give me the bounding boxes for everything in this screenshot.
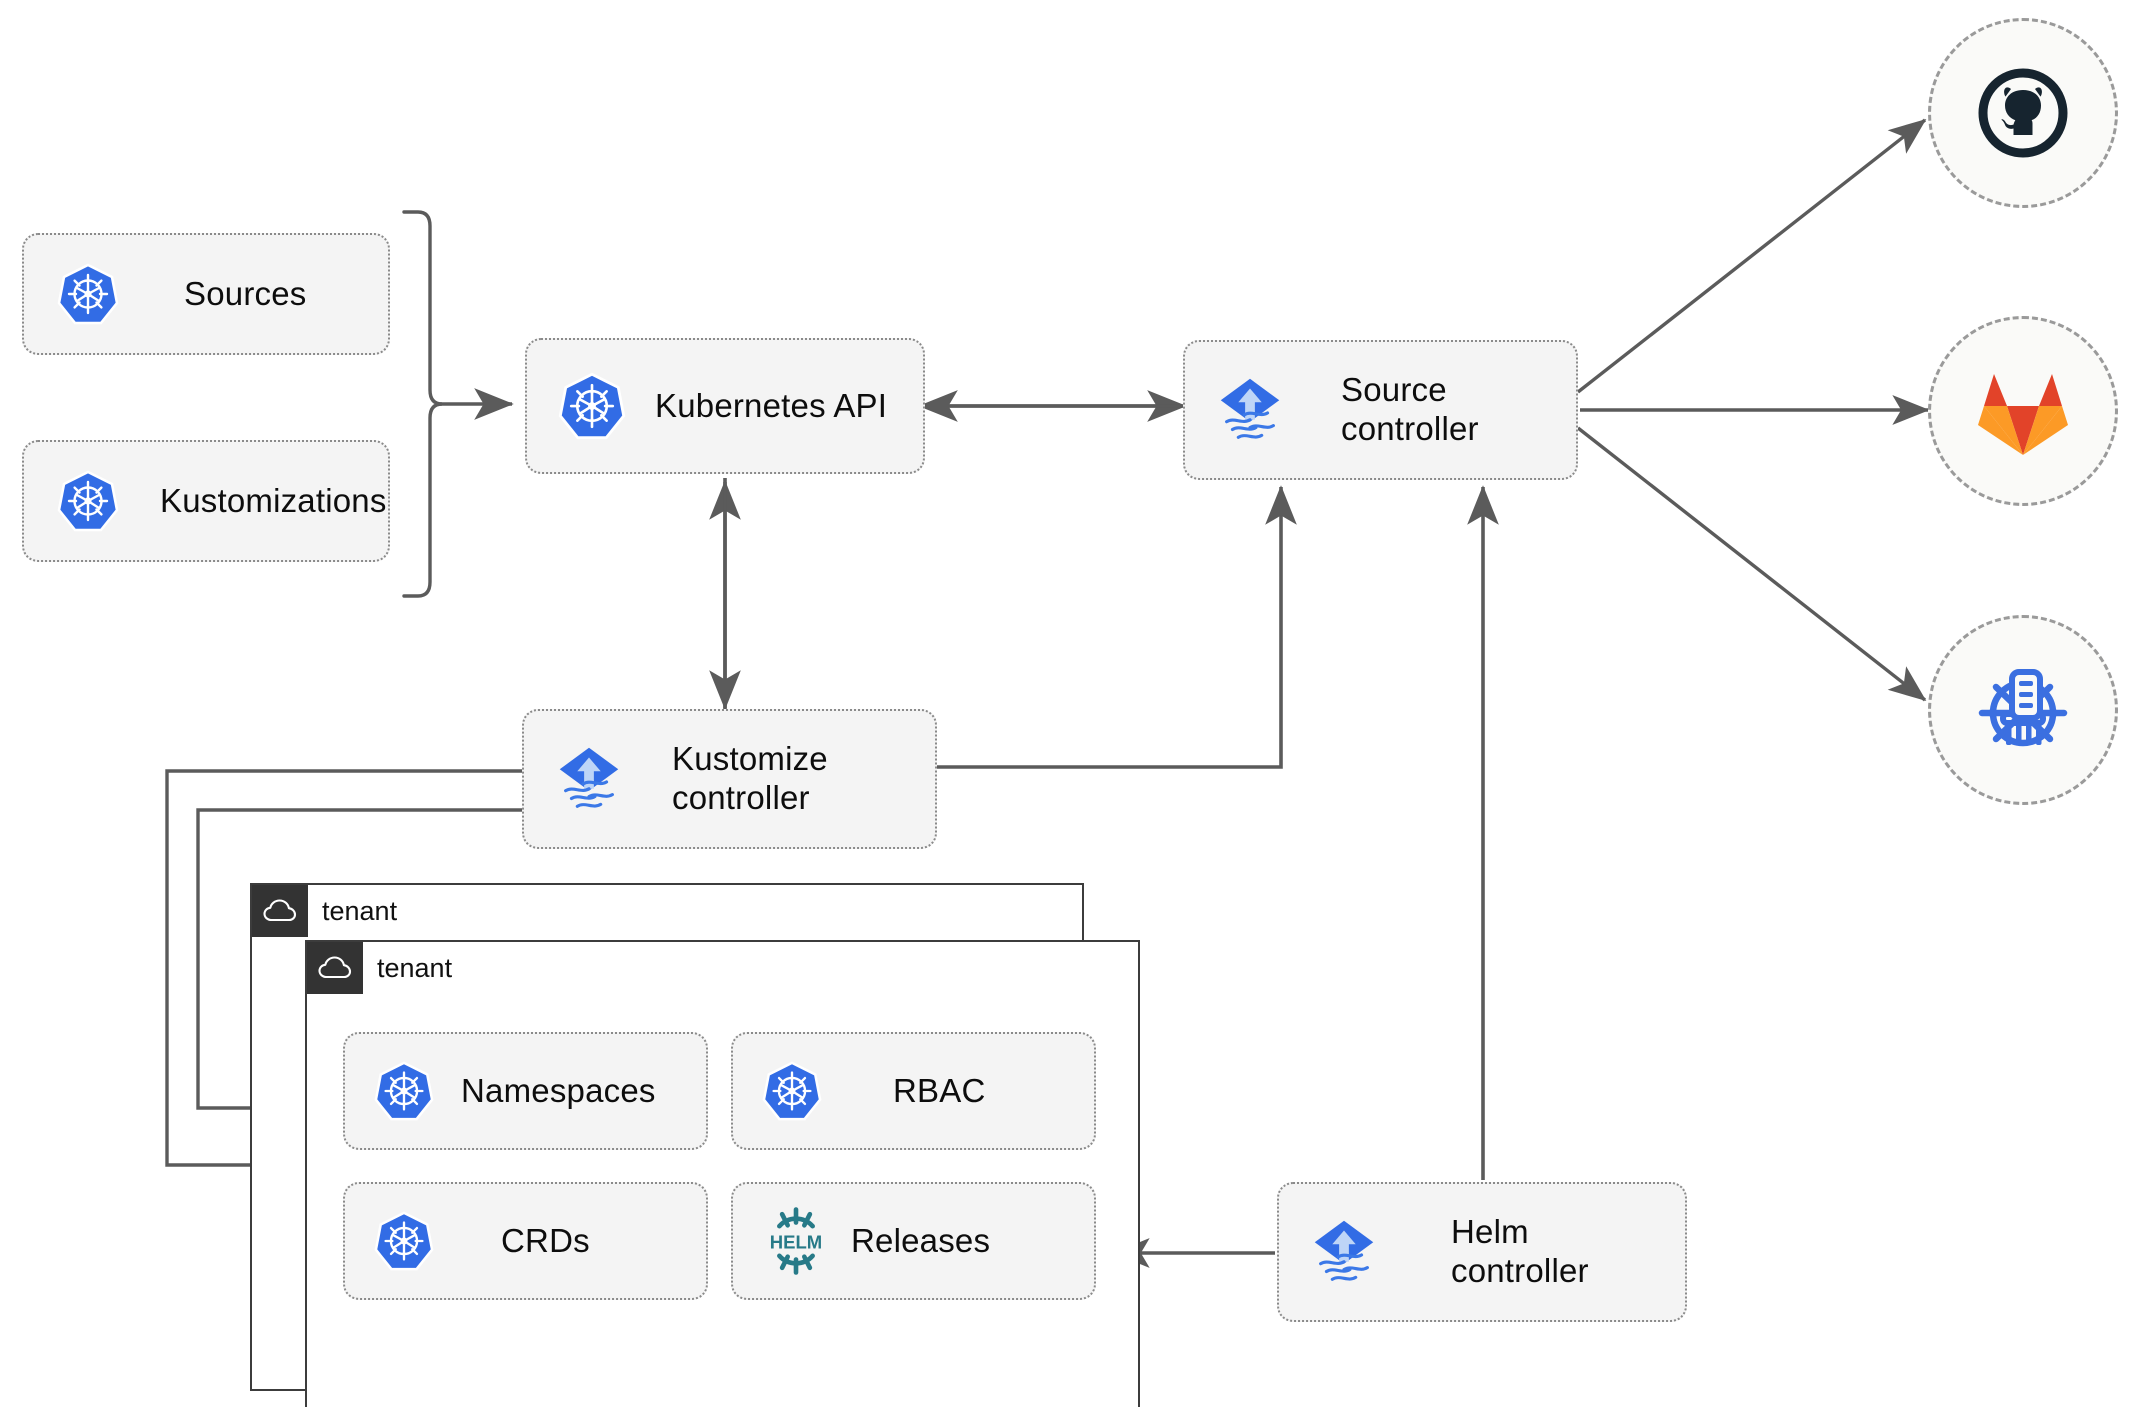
- edge-source-to-github: [1576, 118, 1927, 394]
- node-label: Source controller: [1341, 371, 1479, 449]
- node-label-line2: controller: [1451, 1252, 1589, 1289]
- node-label: Helm controller: [1451, 1213, 1589, 1291]
- cloud-icon: [263, 899, 297, 922]
- chart-repository-icon: [1978, 669, 2068, 747]
- kubernetes-icon: [761, 1060, 823, 1122]
- node-label: Kustomizations: [160, 481, 387, 519]
- tenant-container-inner: tenant: [305, 940, 1140, 1407]
- edge-kustomize-to-source: [935, 485, 1297, 769]
- kubernetes-icon: [373, 1060, 435, 1122]
- github-icon: [1978, 68, 2068, 158]
- tenant-tab-inner: [307, 942, 363, 994]
- node-label: Releases: [851, 1221, 991, 1259]
- helm-icon: HELM: [759, 1204, 833, 1278]
- edge-kustomize-to-tenant-outer: [165, 769, 524, 1180]
- node-label: Kubernetes API: [655, 386, 888, 424]
- node-sources[interactable]: Sources: [22, 233, 390, 355]
- node-kubernetes-api[interactable]: Kubernetes API: [525, 338, 925, 474]
- kubernetes-icon: [56, 262, 120, 326]
- node-kustomizations[interactable]: Kustomizations: [22, 440, 390, 562]
- node-namespaces[interactable]: Namespaces: [343, 1032, 708, 1150]
- repo-gitlab[interactable]: [1928, 316, 2118, 506]
- node-label-line1: Helm: [1451, 1213, 1529, 1251]
- repo-chart-repository[interactable]: [1928, 615, 2118, 805]
- node-label: Kustomize controller: [672, 740, 828, 818]
- node-rbac[interactable]: RBAC: [731, 1032, 1096, 1150]
- repo-github[interactable]: [1928, 18, 2118, 208]
- gitlab-icon: [1978, 374, 2068, 455]
- flux-icon: [550, 740, 628, 818]
- edge-source-to-chart-repo: [1576, 426, 1927, 702]
- node-kustomize-controller[interactable]: Kustomize controller: [522, 709, 937, 849]
- node-label: Namespaces: [461, 1071, 656, 1109]
- svg-text:HELM: HELM: [770, 1231, 822, 1252]
- flux-icon: [1211, 371, 1289, 449]
- node-source-controller[interactable]: Source controller: [1183, 340, 1578, 480]
- node-label: CRDs: [501, 1221, 590, 1259]
- node-helm-controller[interactable]: Helm controller: [1277, 1182, 1687, 1322]
- node-label: Sources: [184, 274, 307, 312]
- tenant-tab-outer: [252, 885, 308, 937]
- kubernetes-icon: [557, 371, 627, 441]
- node-crds[interactable]: CRDs: [343, 1182, 708, 1300]
- node-label: RBAC: [893, 1071, 986, 1109]
- input-group-brace: [402, 210, 443, 598]
- kubernetes-icon: [373, 1210, 435, 1272]
- node-releases[interactable]: HELM Releases: [731, 1182, 1096, 1300]
- tenant-label-inner: tenant: [377, 952, 453, 983]
- node-label-line2: controller: [1341, 410, 1479, 447]
- cloud-icon: [318, 956, 352, 979]
- node-label-line1: Source: [1341, 371, 1447, 409]
- flux-icon: [1305, 1213, 1383, 1291]
- tenant-label-outer: tenant: [322, 895, 398, 926]
- node-label-line1: Kustomize: [672, 740, 828, 778]
- node-label-line2: controller: [672, 779, 810, 816]
- kubernetes-icon: [56, 469, 120, 533]
- edge-kustomize-to-tenant-inner: [196, 808, 524, 1123]
